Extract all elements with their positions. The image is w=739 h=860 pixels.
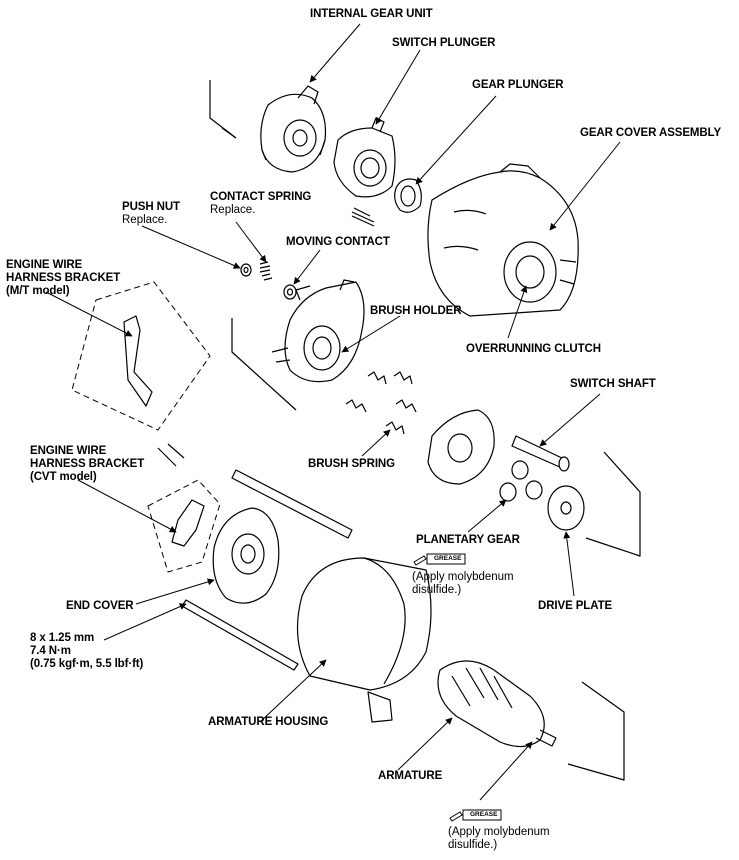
leader-bolt — [103, 603, 187, 641]
harness-bracket-cvt-part — [147, 479, 221, 573]
note-apply-moly-2a: (Apply molybdenum — [448, 826, 550, 838]
through-bolts — [181, 469, 353, 671]
note-push-nut: Replace. — [122, 214, 168, 226]
armature-part — [437, 660, 557, 748]
label-end-cover: END COVER — [66, 600, 134, 612]
grease-tag-2: GREASE — [448, 808, 502, 822]
end-frame-part — [427, 409, 495, 485]
brush-holder-part — [271, 279, 365, 383]
gear-plunger-part — [394, 178, 422, 213]
label-bolt-2: 7.4 N·m — [30, 645, 71, 657]
grease-tube-icon — [413, 553, 466, 566]
drive-plate-part — [547, 485, 585, 531]
leader-armature-housing — [259, 659, 327, 723]
label-harness-cvt-1: ENGINE WIRE — [30, 445, 107, 457]
leader-moving-contact — [293, 249, 321, 285]
end-cover-part — [212, 507, 280, 604]
leader-harness-cvt — [77, 479, 177, 533]
label-bolt-3: (0.75 kgf·m, 5.5 lbf·ft) — [30, 658, 144, 670]
leader-switch-shaft — [539, 393, 601, 447]
moving-contact-part — [283, 284, 297, 300]
note-apply-moly-1a: (Apply molybdenum — [412, 571, 514, 583]
grease-tag-1: GREASE — [412, 552, 466, 566]
switch-plunger-part — [333, 117, 396, 227]
leader-harness-mt — [45, 291, 133, 337]
label-harness-mt-3: (M/T model) — [6, 285, 70, 297]
label-harness-mt-1: ENGINE WIRE — [6, 259, 83, 271]
label-harness-cvt-3: (CVT model) — [30, 471, 97, 483]
note-contact-spring: Replace. — [210, 204, 256, 216]
label-moving-contact: MOVING CONTACT — [286, 236, 390, 248]
armature-housing-part — [296, 557, 432, 723]
contact-spring-part — [259, 261, 273, 281]
label-armature-housing: ARMATURE HOUSING — [208, 716, 329, 728]
leader-grease-armature — [479, 741, 533, 801]
label-harness-cvt-2: HARNESS BRACKET — [30, 458, 145, 470]
leader-push-nut — [141, 225, 241, 269]
leader-armature — [397, 717, 453, 771]
label-drive-plate: DRIVE PLATE — [538, 600, 613, 612]
label-push-nut: PUSH NUT — [122, 201, 180, 213]
leader-planetary-gear — [467, 499, 507, 533]
label-switch-shaft: SWITCH SHAFT — [570, 378, 656, 390]
label-armature: ARMATURE — [378, 770, 443, 782]
label-overrunning-clutch: OVERRUNNING CLUTCH — [466, 343, 601, 355]
label-gear-plunger: GEAR PLUNGER — [472, 79, 564, 91]
planetary-gear-parts — [499, 460, 543, 502]
leader-switch-plunger — [375, 49, 421, 125]
note-apply-moly-2b: disulfide.) — [448, 839, 498, 851]
label-internal-gear-unit: INTERNAL GEAR UNIT — [310, 8, 433, 20]
harness-bracket-mt-part — [71, 281, 211, 431]
label-harness-mt-2: HARNESS BRACKET — [6, 272, 121, 284]
label-brush-spring: BRUSH SPRING — [308, 458, 395, 470]
leader-end-cover — [135, 578, 215, 605]
grease-tag-text-2: GREASE — [470, 811, 498, 818]
label-switch-plunger: SWITCH PLUNGER — [392, 37, 496, 49]
brush-spring-parts — [345, 371, 417, 435]
leader-overrunning-clutch — [507, 285, 528, 339]
gear-cover-assembly-part — [427, 163, 579, 317]
leader-internal-gear — [309, 23, 361, 83]
grease-tag-text-1: GREASE — [434, 555, 462, 562]
leader-brush-holder — [341, 315, 401, 353]
label-gear-cover-assembly: GEAR COVER ASSEMBLY — [580, 127, 722, 139]
grease-tube-icon — [449, 809, 502, 822]
switch-shaft-part — [511, 435, 570, 472]
leader-drive-plate — [563, 531, 575, 597]
leader-brush-spring — [361, 429, 391, 457]
push-nut-part — [240, 263, 252, 277]
label-brush-holder: BRUSH HOLDER — [370, 305, 462, 317]
label-planetary-gear: PLANETARY GEAR — [416, 534, 520, 546]
label-bolt-1: 8 x 1.25 mm — [30, 632, 95, 644]
note-apply-moly-1b: disulfide.) — [412, 584, 462, 596]
internal-gear-unit-part — [260, 85, 327, 173]
leader-contact-spring — [235, 221, 267, 263]
label-contact-spring: CONTACT SPRING — [210, 191, 312, 203]
leader-gear-plunger — [415, 95, 497, 185]
leader-gear-cover — [549, 141, 621, 231]
